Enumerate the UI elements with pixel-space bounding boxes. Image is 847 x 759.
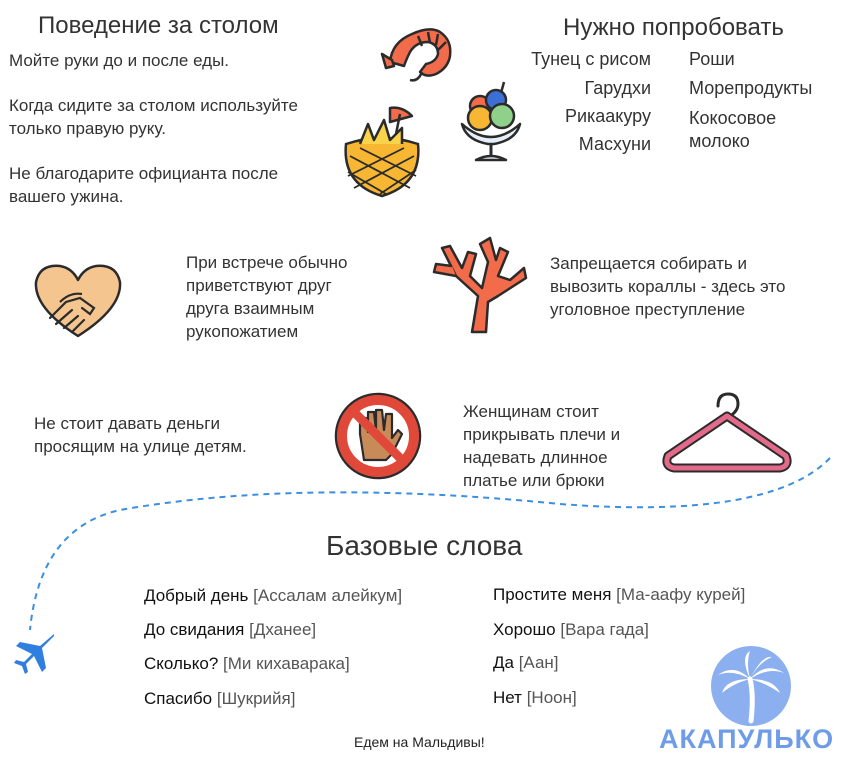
word-translit: [Ноон] (526, 688, 577, 707)
word-pair: Да [Аан] (493, 653, 559, 673)
try-item: Морепродукты (689, 78, 813, 98)
try-item: Тунец с рисом (531, 49, 651, 69)
word-ru: До свидания (144, 620, 245, 639)
word-ru: Спасибо (144, 689, 213, 708)
word-pair: Спасибо [Шукрийя] (144, 689, 295, 709)
clothes-text: Женщинам стоит прикрывать плечи и надева… (463, 402, 621, 490)
word-ru: Нет (493, 688, 522, 707)
word-translit: [Вара гада] (560, 620, 649, 639)
shrimp-icon (380, 12, 460, 84)
try-item: Рикаакуру (564, 106, 651, 126)
try-item: Масхуни (578, 134, 651, 154)
word-translit: [Ассалам алейкум] (253, 586, 403, 605)
word-pair: Простите меня [Ма-аафу курей] (493, 585, 745, 605)
word-pair: Сколько? [Ми кихаваракa] (144, 654, 350, 674)
handshake-text: При встрече обычно приветствуют друг дру… (186, 253, 348, 341)
pineapple-cocktail-icon (340, 104, 424, 200)
word-ru: Простите меня (493, 585, 612, 604)
word-ru: Сколько? (144, 654, 219, 673)
try-title: Нужно попробовать (563, 14, 784, 41)
coral-icon (428, 232, 530, 336)
word-pair: До свидания [Дханее] (144, 620, 316, 640)
try-item: Гарудхи (584, 78, 651, 98)
hanger-icon (660, 390, 794, 474)
word-pair: Добрый день [Ассалам алейкум] (144, 586, 402, 606)
try-item: Роши (689, 49, 735, 69)
word-translit: [Ма-аафу курей] (616, 585, 746, 604)
etiquette-title: Поведение за столом (38, 12, 279, 39)
word-translit: [Ми кихаваракa] (223, 654, 350, 673)
word-ru: Добрый день (144, 586, 249, 605)
word-pair: Нет [Ноон] (493, 688, 577, 708)
try-item: Кокосовое молоко (689, 108, 777, 151)
money-text: Не стоит давать деньги просящим на улице… (34, 414, 247, 456)
etiquette-rule-2: Когда сидите за столом используйте тольк… (9, 96, 298, 138)
handshake-icon (30, 262, 126, 340)
word-pair: Хорошо [Вара гада] (493, 620, 649, 640)
brand-name: АКАПУЛЬКО (659, 724, 835, 754)
airplane-icon (10, 628, 60, 678)
word-translit: [Аан] (518, 653, 559, 672)
word-translit: [Дханее] (249, 620, 317, 639)
word-translit: [Шукрийя] (216, 689, 296, 708)
words-title: Базовые слова (326, 530, 523, 561)
etiquette-rule-1: Мойте руки до и после еды. (9, 51, 230, 70)
word-ru: Да (493, 653, 514, 672)
coral-text: Запрещается собирать и вывозить кораллы … (550, 254, 786, 319)
palm-logo-icon (710, 645, 792, 727)
no-hand-icon (330, 388, 426, 484)
word-ru: Хорошо (493, 620, 556, 639)
etiquette-rule-3: Не благодарите официанта после вашего уж… (9, 164, 279, 206)
ice-cream-icon (458, 80, 524, 166)
footer-caption: Едем на Мальдивы! (354, 734, 485, 750)
